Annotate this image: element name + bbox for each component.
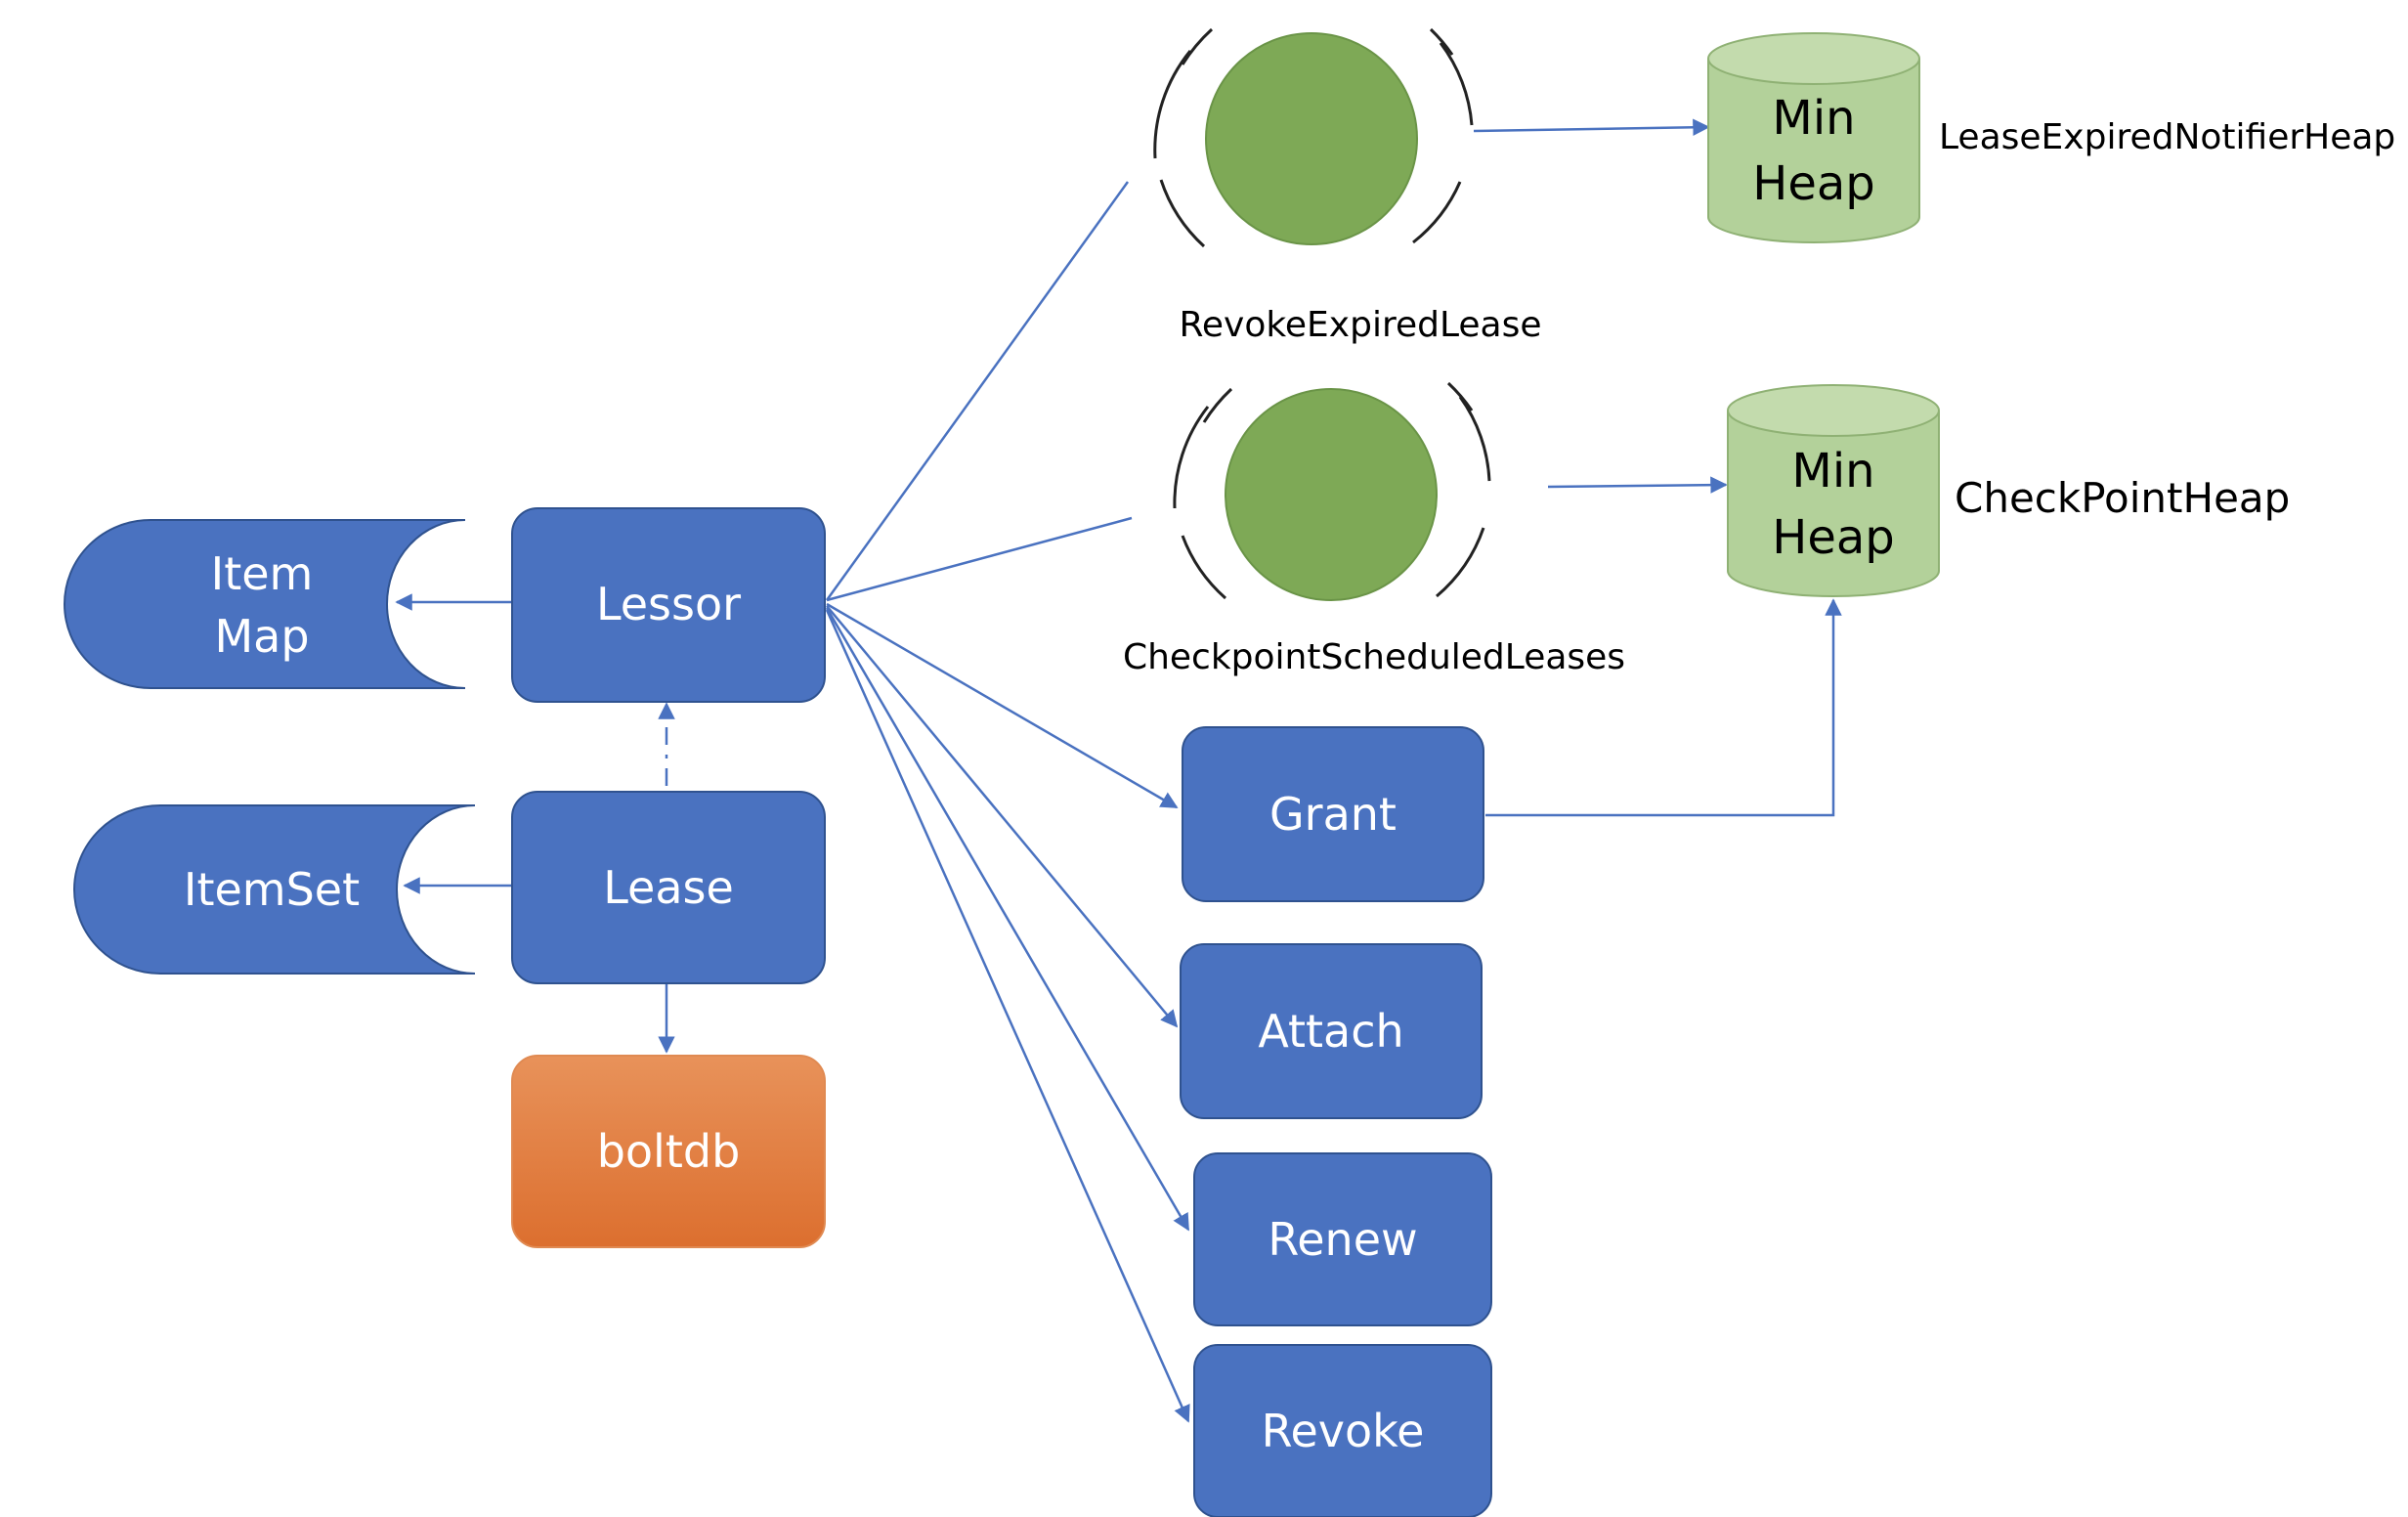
heap-checkpoint-caption: CheckPointHeap [1955,474,2290,522]
edge-revokeexpired-heap [1473,118,1710,137]
edge-grant-checkpointheap [1485,598,1842,817]
item-set-node: ItemSet [73,804,476,975]
revoke-expired-lease-node: RevokeExpiredLease [1153,27,1542,345]
spinning-loop-icon [1173,381,1491,600]
attach-label: Attach [1258,1005,1403,1058]
revoke-label: Revoke [1262,1405,1425,1457]
spinning-loop-icon [1153,27,1474,248]
item-set-label: ItemSet [184,863,360,916]
heap-checkpoint-line2: Heap [1772,510,1895,565]
edge-checkpoint-heap [1547,476,1728,494]
lease-node: Lease [511,791,826,984]
revoke-node: Revoke [1193,1344,1492,1517]
boltdb-node: boltdb [511,1055,826,1248]
checkpoint-scheduled-leases-circle [1225,388,1438,601]
edge-lessor-grant [826,602,1179,809]
item-map-shape [64,519,466,689]
heap-expired-line2: Heap [1752,156,1875,211]
edge-lessor-revoke [825,609,1190,1423]
item-map-line2: Map [214,610,309,663]
item-set-shape [73,804,476,975]
connectors [395,118,1842,1423]
revoke-expired-lease-circle [1205,32,1418,245]
svg-text:Map: Map [214,610,309,663]
item-map-node: Item Map [64,519,466,689]
heap-checkpoint-cylinder [1727,411,1940,597]
lessor-label: Lessor [596,578,741,630]
edge-lessor-attach [826,605,1179,1028]
item-map-line1: Item [211,547,314,600]
lease-label: Lease [603,861,734,914]
revoke-expired-lease-label: RevokeExpiredLease [1179,305,1541,345]
boltdb-label: boltdb [597,1125,741,1178]
renew-node: Renew [1193,1152,1492,1326]
attach-node: Attach [1180,943,1483,1119]
edge-lessor-checkpoint [826,516,1133,602]
checkpoint-scheduled-leases-label: CheckpointScheduledLeases [1123,637,1625,677]
heap-expired-caption: LeaseExpiredNotifierHeap [1939,117,2395,157]
heap-checkpoint-node: Min Heap CheckPointHeap [1727,384,2290,597]
grant-node: Grant [1182,726,1484,902]
heap-checkpoint-line1: Min [1791,444,1874,498]
heap-expired-node: Min Heap LeaseExpiredNotifierHeap [1707,32,2395,243]
grant-label: Grant [1269,788,1397,841]
lessor-node: Lessor [511,507,826,703]
checkpoint-scheduled-leases-node: CheckpointScheduledLeases [1123,381,1625,677]
heap-expired-line1: Min [1772,91,1855,146]
renew-label: Renew [1268,1213,1417,1266]
edge-lessor-renew [825,607,1190,1232]
svg-text:Item: Item [211,547,314,600]
edge-lessor-revokeexpired [825,181,1130,601]
heap-expired-cylinder [1707,59,1920,243]
